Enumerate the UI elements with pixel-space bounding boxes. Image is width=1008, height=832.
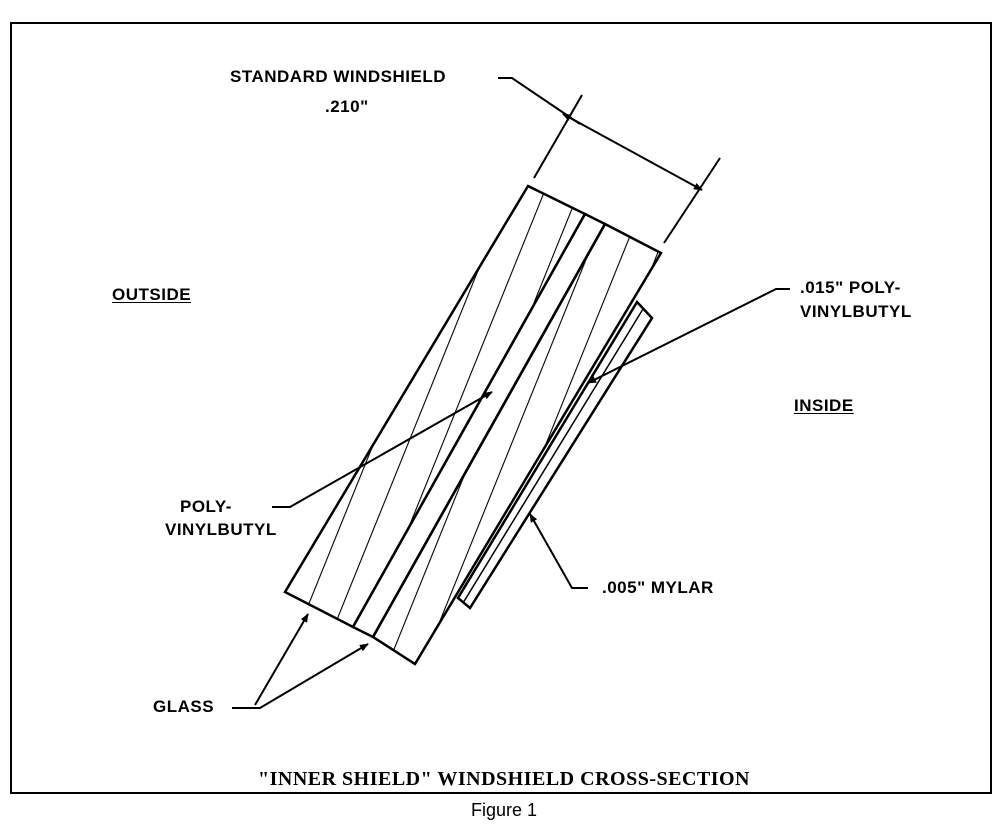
diagram-title: "INNER SHIELD" WINDSHIELD CROSS-SECTION bbox=[257, 768, 751, 790]
pvb-label-line2: VINYLBUTYL bbox=[165, 520, 277, 539]
glass-label: GLASS bbox=[153, 697, 215, 716]
inner-glass-layer bbox=[371, 222, 663, 666]
dimension-line bbox=[562, 113, 703, 191]
inside-label: INSIDE bbox=[794, 396, 854, 415]
pvb-015-leader bbox=[587, 288, 790, 384]
standard-windshield-label: STANDARD WINDSHIELD bbox=[230, 67, 447, 86]
outside-label: OUTSIDE bbox=[112, 285, 192, 304]
pvb-015-layer-edge bbox=[462, 308, 644, 604]
dimension-extension-right bbox=[663, 157, 721, 244]
pvb-leader bbox=[272, 391, 493, 508]
pvb-label-line1: POLY- bbox=[180, 497, 232, 516]
standard-thickness-label: .210" bbox=[325, 97, 369, 116]
mylar-leader bbox=[529, 513, 588, 589]
figure-frame bbox=[10, 22, 992, 794]
dimension-extension-left bbox=[533, 94, 583, 179]
glass-leader-inner bbox=[232, 643, 369, 709]
figure-caption: Figure 1 bbox=[470, 800, 538, 820]
pvb-015-label-line1: .015" POLY- bbox=[800, 278, 901, 297]
glass-leader-outer bbox=[254, 613, 309, 706]
pvb-015-label-line2: VINYLBUTYL bbox=[800, 302, 912, 321]
mylar-label: .005" MYLAR bbox=[602, 578, 714, 597]
standard-windshield-leader bbox=[498, 77, 581, 125]
